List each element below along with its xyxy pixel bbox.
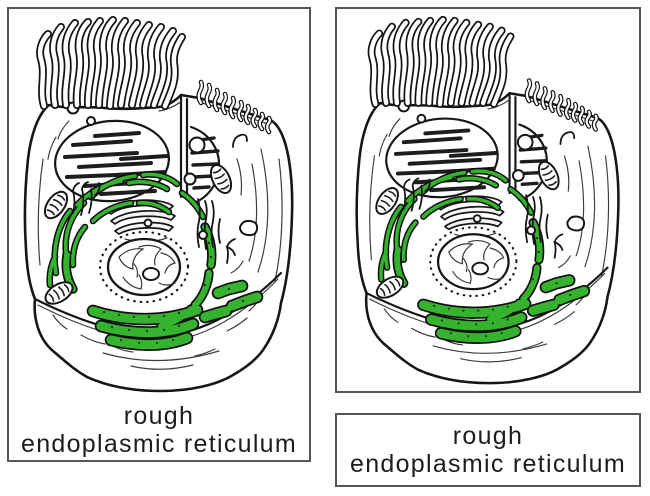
label-card: rough endoplasmic reticulum xyxy=(335,413,641,487)
labeled-picture-card: rough endoplasmic reticulum xyxy=(7,7,311,462)
label-line-2: endoplasmic reticulum xyxy=(349,450,627,478)
label-line-1: rough xyxy=(452,422,524,450)
picture-card xyxy=(335,7,641,393)
label-line-1: rough xyxy=(123,402,195,430)
left-card-label: rough endoplasmic reticulum xyxy=(9,402,309,458)
label-line-2: endoplasmic reticulum xyxy=(20,430,298,458)
cell-diagram xyxy=(337,9,639,391)
cell-diagram xyxy=(9,9,309,399)
